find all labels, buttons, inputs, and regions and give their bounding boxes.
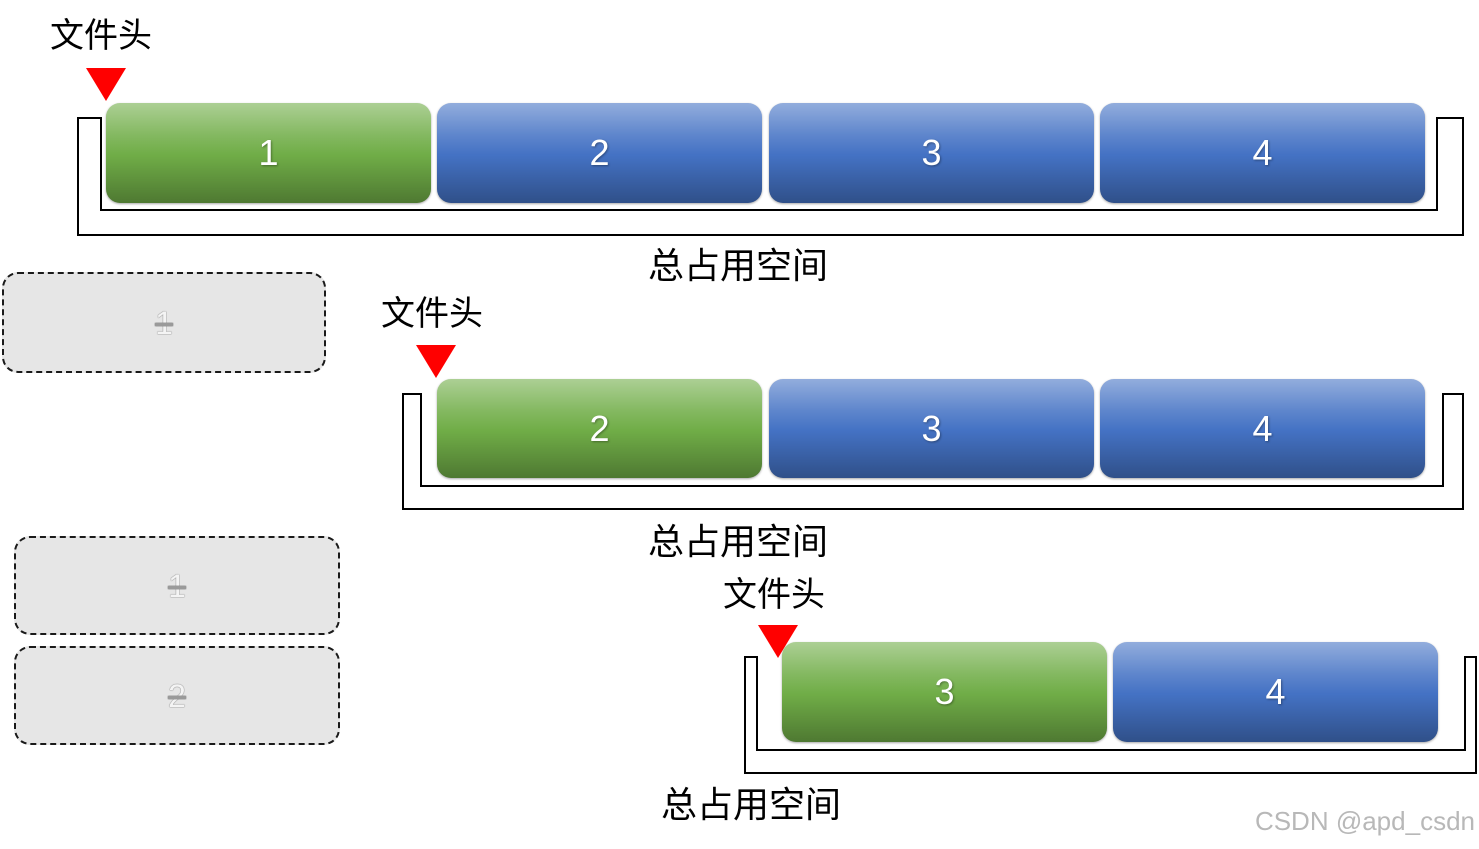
block-row-3-1: 3 <box>782 642 1107 742</box>
block-row-1-2: 2 <box>437 103 762 203</box>
file-header-label-row-1: 文件头 <box>50 16 152 56</box>
file-header-label-row-2: 文件头 <box>381 294 483 334</box>
block-row-1-4: 4 <box>1100 103 1425 203</box>
watermark: CSDN @apd_csdn <box>1254 806 1475 836</box>
block-row-3-2: 4 <box>1113 642 1438 742</box>
block-row-1-1: 1 <box>106 103 431 203</box>
block-label: 4 <box>1252 407 1273 449</box>
block-label: 4 <box>1265 671 1286 712</box>
block-row-2-2: 3 <box>769 379 1094 478</box>
block-label: 3 <box>921 407 942 449</box>
total-space-label-row-1: 总占用空间 <box>648 246 829 287</box>
block-label: 1 <box>258 132 279 173</box>
total-space-label-row-2: 总占用空间 <box>648 522 829 563</box>
block-row-2-1: 2 <box>437 379 762 478</box>
file-header-label-row-3: 文件头 <box>723 575 825 615</box>
block-label: 3 <box>921 132 942 173</box>
removed-block-label: 1 <box>168 567 186 604</box>
removed-block-row-3-2: 2 <box>14 646 340 745</box>
block-label: 3 <box>934 671 955 712</box>
removed-block-row-2-1: 1 <box>2 272 326 373</box>
block-label: 2 <box>589 132 610 173</box>
file-header-pointer-row-2 <box>416 345 456 378</box>
removed-block-row-3-1: 1 <box>14 536 340 635</box>
removed-block-label: 2 <box>168 677 186 714</box>
removed-block-label: 1 <box>155 304 173 341</box>
block-label: 4 <box>1252 132 1273 173</box>
block-row-2-3: 4 <box>1100 379 1425 478</box>
block-row-1-3: 3 <box>769 103 1094 203</box>
block-label: 2 <box>589 407 610 449</box>
file-header-pointer-row-1 <box>86 68 126 101</box>
total-space-label-row-3: 总占用空间 <box>661 785 842 826</box>
